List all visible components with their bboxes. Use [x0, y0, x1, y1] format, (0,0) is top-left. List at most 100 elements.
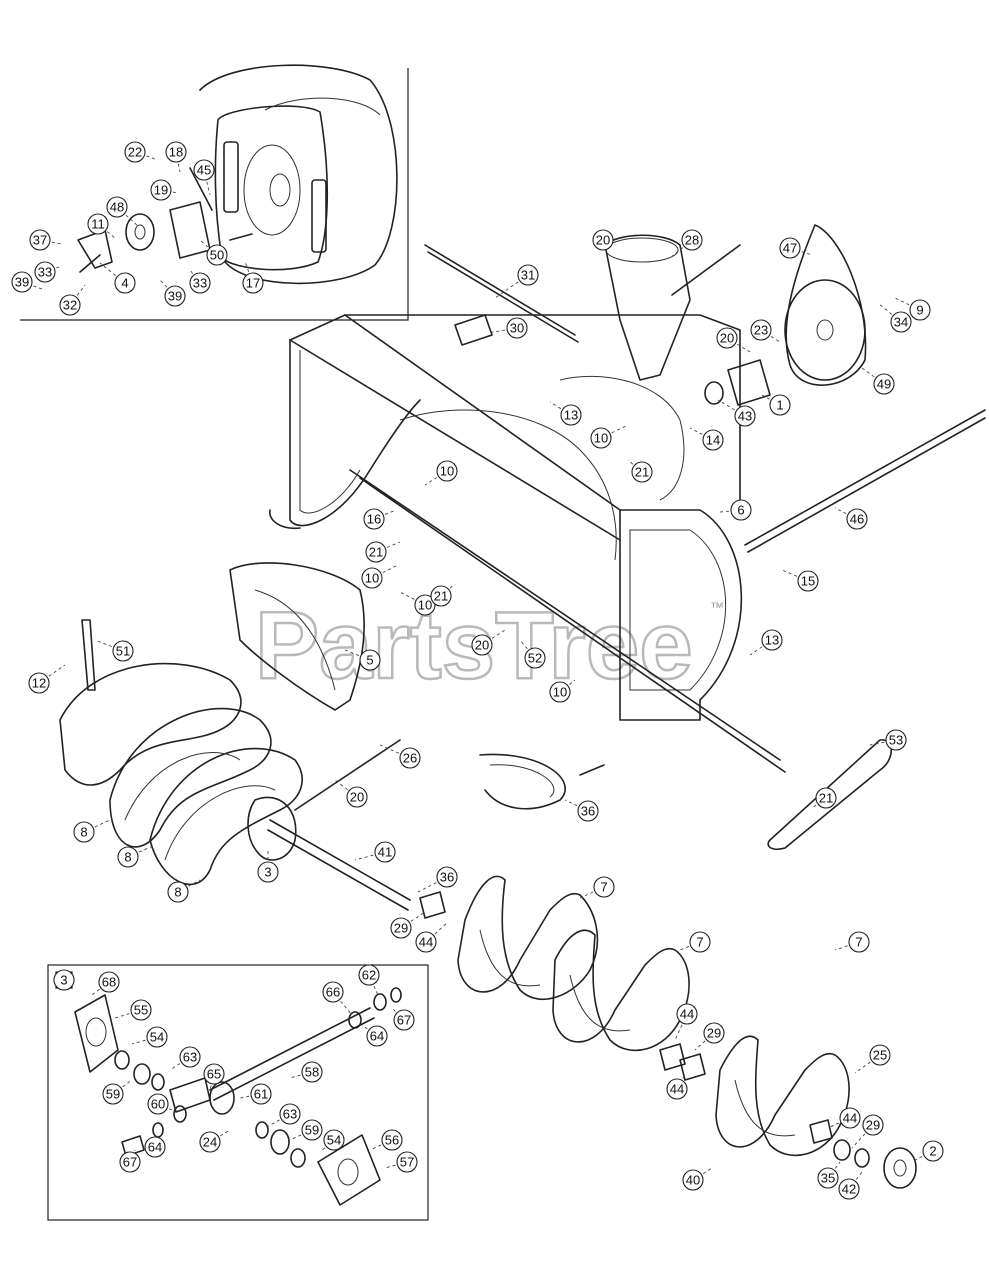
callout-2[interactable]: 2	[922, 1140, 944, 1162]
callout-59[interactable]: 59	[301, 1119, 323, 1141]
callout-67[interactable]: 67	[393, 1009, 415, 1031]
callout-62[interactable]: 62	[358, 964, 380, 986]
callout-23[interactable]: 23	[750, 319, 772, 341]
callout-53[interactable]: 53	[885, 729, 907, 751]
callout-8[interactable]: 8	[167, 881, 189, 903]
callout-3[interactable]: 3	[53, 969, 75, 991]
callout-7[interactable]: 7	[689, 931, 711, 953]
callout-50[interactable]: 50	[206, 244, 228, 266]
callout-44[interactable]: 44	[666, 1078, 688, 1100]
callout-1[interactable]: 1	[769, 394, 791, 416]
leader-line-11	[97, 223, 116, 239]
callout-65[interactable]: 65	[203, 1063, 225, 1085]
callout-29[interactable]: 29	[390, 917, 412, 939]
callout-39[interactable]: 39	[164, 285, 186, 307]
callout-36[interactable]: 36	[577, 800, 599, 822]
callout-18[interactable]: 18	[165, 141, 187, 163]
callout-4[interactable]: 4	[114, 272, 136, 294]
callout-10[interactable]: 10	[361, 567, 383, 589]
callout-14[interactable]: 14	[702, 429, 724, 451]
callout-20[interactable]: 20	[346, 786, 368, 808]
callout-circle	[365, 541, 387, 563]
callout-35[interactable]: 35	[817, 1167, 839, 1189]
callout-57[interactable]: 57	[396, 1151, 418, 1173]
callout-44[interactable]: 44	[415, 931, 437, 953]
callout-63[interactable]: 63	[279, 1103, 301, 1125]
callout-60[interactable]: 60	[147, 1093, 169, 1115]
callout-13[interactable]: 13	[560, 404, 582, 426]
callout-6[interactable]: 6	[730, 499, 752, 521]
callout-39[interactable]: 39	[11, 271, 33, 293]
callout-26[interactable]: 26	[399, 747, 421, 769]
callout-22[interactable]: 22	[124, 141, 146, 163]
callout-3[interactable]: 3	[257, 861, 279, 883]
callout-33[interactable]: 33	[34, 261, 56, 283]
callout-25[interactable]: 25	[869, 1044, 891, 1066]
callout-20[interactable]: 20	[592, 229, 614, 251]
callout-45[interactable]: 45	[193, 159, 215, 181]
callout-9[interactable]: 9	[909, 299, 931, 321]
wheel-bracket-left	[223, 141, 239, 213]
callout-51[interactable]: 51	[112, 640, 134, 662]
callout-56[interactable]: 56	[381, 1129, 403, 1151]
callout-54[interactable]: 54	[146, 1026, 168, 1048]
callout-17[interactable]: 17	[242, 272, 264, 294]
callout-10[interactable]: 10	[436, 460, 458, 482]
callout-10[interactable]: 10	[549, 681, 571, 703]
callout-7[interactable]: 7	[848, 931, 870, 953]
callout-28[interactable]: 28	[681, 229, 703, 251]
callout-42[interactable]: 42	[838, 1178, 860, 1200]
callout-32[interactable]: 32	[59, 294, 81, 316]
callout-46[interactable]: 46	[846, 508, 868, 530]
callout-49[interactable]: 49	[873, 373, 895, 395]
callout-61[interactable]: 61	[250, 1083, 272, 1105]
callout-44[interactable]: 44	[676, 1003, 698, 1025]
callout-11[interactable]: 11	[87, 213, 109, 235]
callout-67[interactable]: 67	[119, 1151, 141, 1173]
callout-21[interactable]: 21	[430, 585, 452, 607]
callout-30[interactable]: 30	[506, 317, 528, 339]
callout-29[interactable]: 29	[862, 1114, 884, 1136]
callout-15[interactable]: 15	[797, 570, 819, 592]
callout-20[interactable]: 20	[716, 327, 738, 349]
callout-29[interactable]: 29	[703, 1022, 725, 1044]
callout-21[interactable]: 21	[631, 461, 653, 483]
callout-21[interactable]: 21	[365, 541, 387, 563]
callout-31[interactable]: 31	[517, 264, 539, 286]
callout-44[interactable]: 44	[839, 1107, 861, 1129]
callout-54[interactable]: 54	[323, 1129, 345, 1151]
callout-59[interactable]: 59	[102, 1083, 124, 1105]
callout-7[interactable]: 7	[593, 876, 615, 898]
callout-64[interactable]: 64	[144, 1136, 166, 1158]
callout-24[interactable]: 24	[199, 1131, 221, 1153]
callout-66[interactable]: 66	[322, 981, 344, 1003]
callout-33[interactable]: 33	[189, 272, 211, 294]
callout-10[interactable]: 10	[590, 427, 612, 449]
callout-58[interactable]: 58	[301, 1061, 323, 1083]
callout-12[interactable]: 12	[28, 672, 50, 694]
callout-48[interactable]: 48	[106, 196, 128, 218]
callout-19[interactable]: 19	[150, 179, 172, 201]
callout-55[interactable]: 55	[130, 999, 152, 1021]
callout-64[interactable]: 64	[366, 1025, 388, 1047]
callout-8[interactable]: 8	[73, 821, 95, 843]
callout-21[interactable]: 21	[815, 787, 837, 809]
callout-63[interactable]: 63	[179, 1046, 201, 1068]
callout-47[interactable]: 47	[779, 237, 801, 259]
callout-34[interactable]: 34	[890, 311, 912, 333]
callout-5[interactable]: 5	[359, 649, 381, 671]
callout-52[interactable]: 52	[524, 647, 546, 669]
callout-40[interactable]: 40	[682, 1169, 704, 1191]
skid-left	[269, 509, 301, 530]
callout-43[interactable]: 43	[734, 405, 756, 427]
callout-8[interactable]: 8	[117, 846, 139, 868]
callout-36[interactable]: 36	[436, 866, 458, 888]
callout-16[interactable]: 16	[363, 508, 385, 530]
callout-37[interactable]: 37	[29, 229, 51, 251]
callout-41[interactable]: 41	[374, 841, 396, 863]
callout-10[interactable]: 10	[414, 594, 436, 616]
callout-13[interactable]: 13	[761, 629, 783, 651]
callout-number: 24	[203, 1135, 217, 1150]
callout-68[interactable]: 68	[98, 971, 120, 993]
callout-20[interactable]: 20	[471, 634, 493, 656]
